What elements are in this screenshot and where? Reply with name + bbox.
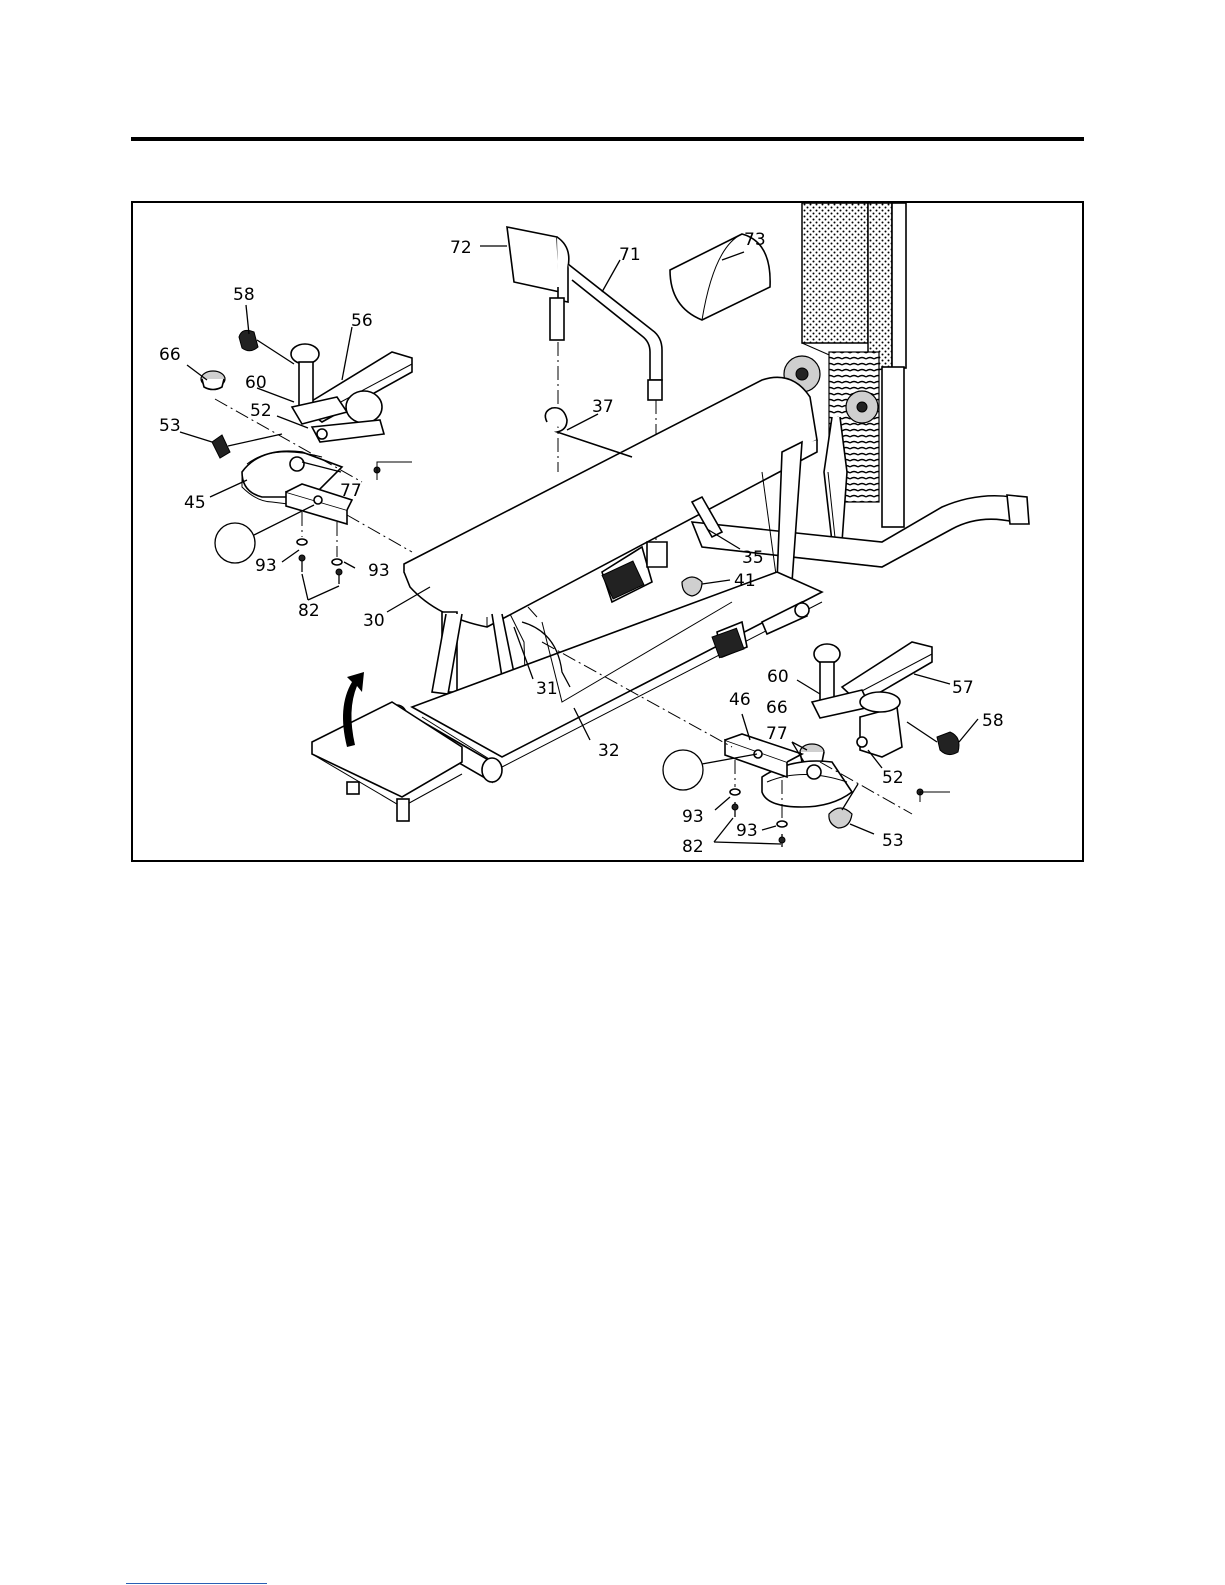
part-label-66-right: 66 [766,698,788,718]
part-label-37: 37 [592,397,614,417]
part-label-82-left: 82 [298,601,320,621]
footer-rule [126,1583,267,1584]
part-label-56: 56 [351,311,373,331]
part-label-66-left: 66 [159,345,181,365]
left-arm-assembly [201,330,412,584]
assembly-diagram: 72 71 73 58 56 66 60 52 53 45 77 93 93 8… [133,203,1084,862]
part-label-53-left: 53 [159,416,181,436]
part-label-93-left-b: 93 [368,561,390,581]
part-label-60-left: 60 [245,373,267,393]
part-label-72: 72 [450,238,472,258]
part-label-32: 32 [598,741,620,761]
part-label-71: 71 [619,245,641,265]
part-label-41: 41 [734,571,756,591]
part-label-82-right: 82 [682,837,704,857]
part-label-58-right: 58 [982,711,1004,731]
callout-circle-left [215,523,255,563]
part-label-45: 45 [184,493,206,513]
part-label-52-left: 52 [250,401,272,421]
part-label-57: 57 [952,678,974,698]
header-rule [131,137,1084,141]
part-label-31: 31 [536,679,558,699]
part-label-93-left-a: 93 [255,556,277,576]
part-label-52-right: 52 [882,768,904,788]
part-label-35: 35 [742,548,764,568]
part-label-77-right: 77 [766,724,788,744]
callout-circle-right [663,750,703,790]
part-label-60-right: 60 [767,667,789,687]
assembly-diagram-frame: 72 71 73 58 56 66 60 52 53 45 77 93 93 8… [131,201,1084,862]
part-label-77-left: 77 [340,481,362,501]
part-label-58-left: 58 [233,285,255,305]
part-label-93-right-a: 93 [682,807,704,827]
part-label-73: 73 [744,230,766,250]
part-label-93-right-b: 93 [736,821,758,841]
part-label-53-right: 53 [882,831,904,851]
part-label-46: 46 [729,690,751,710]
part-label-30: 30 [363,611,385,631]
